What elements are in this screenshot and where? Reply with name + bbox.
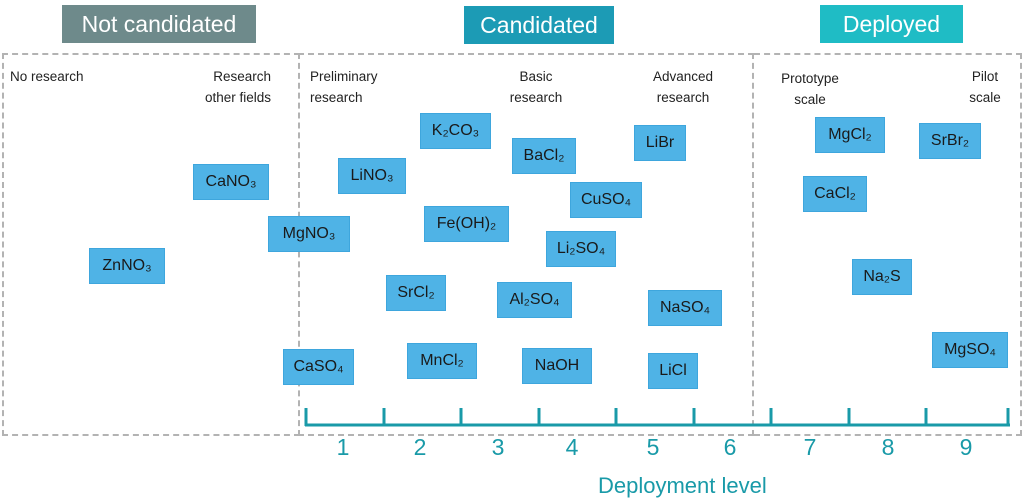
- stage-advanced-research: Advanced research: [652, 69, 714, 105]
- stage-no-research: No research: [10, 69, 84, 84]
- stage-research-other-fields: Research other fields: [204, 69, 271, 105]
- stage-pilot-scale: Pilot scale: [969, 69, 1001, 105]
- material-mgcl2: MgCl₂: [815, 117, 885, 153]
- tick-label-1: 1: [336, 434, 350, 460]
- stage-prototype-scale: Prototype scale: [781, 71, 839, 107]
- region-not-candidated: [2, 53, 300, 436]
- material-al2so4: Al₂SO₄: [497, 282, 572, 318]
- tick-label-6: 6: [723, 434, 737, 460]
- tick-label-3: 3: [491, 434, 505, 460]
- material-lino3: LiNO₃: [338, 158, 406, 194]
- tick-label-9: 9: [959, 434, 973, 460]
- tick-label-7: 7: [803, 434, 817, 460]
- header-candidated: Candidated: [464, 6, 614, 44]
- tick-label-8: 8: [881, 434, 895, 460]
- material-srcl2: SrCl₂: [386, 275, 446, 311]
- tick-label-2: 2: [413, 434, 427, 460]
- tick-label-5: 5: [646, 434, 660, 460]
- material-na2s: Na₂S: [852, 259, 912, 295]
- material-bacl2: BaCl₂: [512, 138, 576, 174]
- material-mgno3: MgNO₃: [268, 216, 350, 252]
- header-not-candidated: Not candidated: [62, 5, 256, 43]
- material-naoh: NaOH: [522, 348, 592, 384]
- material-mgso4: MgSO₄: [932, 332, 1008, 368]
- material-cano3: CaNO₃: [193, 164, 269, 200]
- stage-preliminary-research: Preliminary research: [310, 69, 378, 105]
- material-znno3: ZnNO₃: [89, 248, 165, 284]
- material-libr: LiBr: [634, 125, 686, 161]
- material-licl: LiCl: [648, 353, 698, 389]
- tick-label-4: 4: [565, 434, 579, 460]
- header-deployed: Deployed: [820, 5, 963, 43]
- material-caso4: CaSO₄: [283, 349, 354, 385]
- material-cacl2: CaCl₂: [803, 176, 867, 212]
- material-k2co3: K₂CO₃: [420, 113, 491, 149]
- axis-title: Deployment level: [598, 473, 767, 498]
- material-feoh2: Fe(OH)₂: [424, 206, 509, 242]
- material-mncl2: MnCl₂: [407, 343, 477, 379]
- material-li2so4: Li₂SO₄: [546, 231, 616, 267]
- stage-basic-research: Basic research: [509, 69, 563, 105]
- material-naso4: NaSO₄: [648, 290, 722, 326]
- material-srbr2: SrBr₂: [919, 123, 981, 159]
- region-deployed: [754, 53, 1022, 436]
- material-cuso4: CuSO₄: [570, 182, 642, 218]
